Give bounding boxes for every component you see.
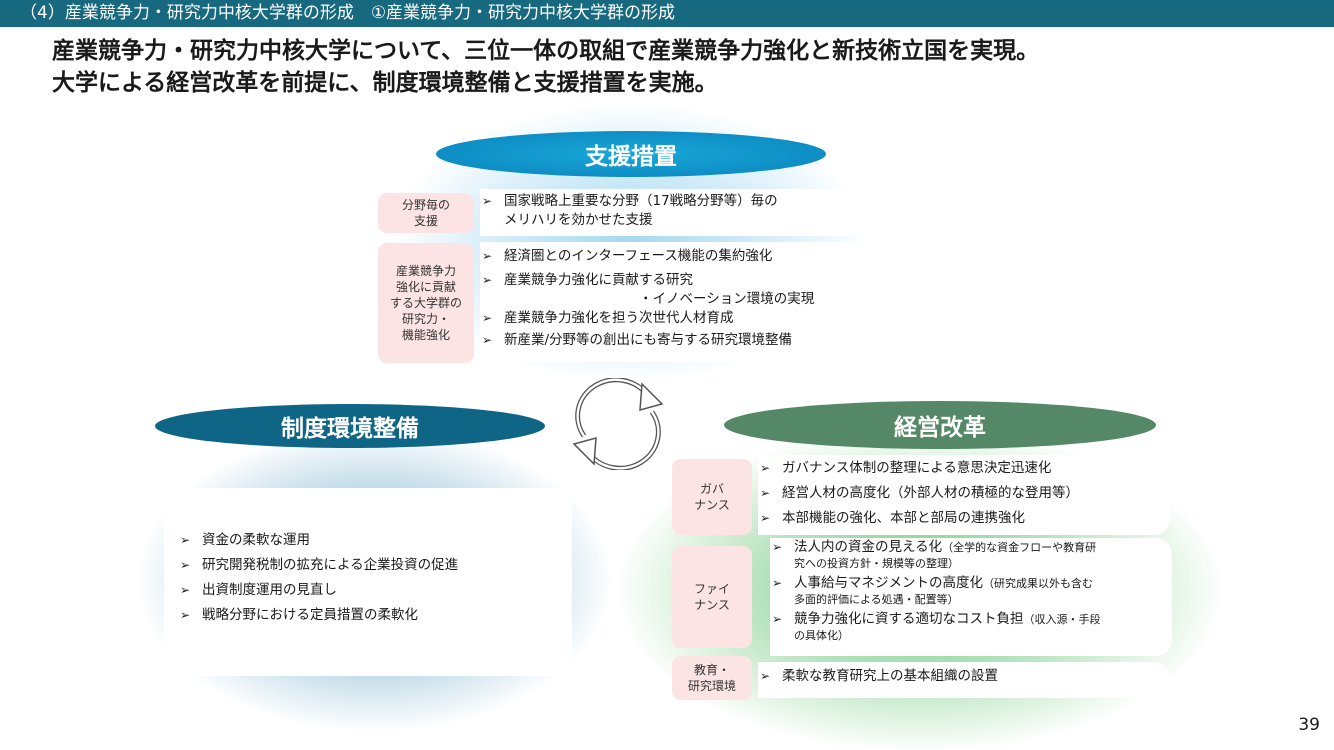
cycle-arrows-icon bbox=[572, 378, 664, 470]
arrow-bullet-icon: ➢ bbox=[180, 533, 191, 547]
list-item: ➢国家戦略上重要な分野（17戦略分野等）毎のメリハリを効かせた支援 bbox=[482, 193, 778, 228]
support-title-oval: 支援措置 bbox=[436, 131, 826, 177]
keiei-education-panel: ➢柔軟な教育研究上の基本組織の設置 bbox=[758, 662, 1170, 698]
keiei-label-governance: ガバ ナンス bbox=[672, 459, 752, 535]
keiei-title-oval: 経営改革 bbox=[724, 401, 1156, 449]
support-title: 支援措置 bbox=[585, 144, 677, 170]
arrow-bullet-icon: ➢ bbox=[772, 540, 783, 554]
arrow-bullet-icon: ➢ bbox=[180, 558, 191, 572]
list-item: ➢産業競争力強化に貢献する研究・イノベーション環境の実現 bbox=[482, 272, 815, 307]
keiei-governance-panel: ➢ガバナンス体制の整理による意思決定迅速化 ➢経営人材の高度化（外部人材の積極的… bbox=[758, 455, 1170, 535]
arrow-bullet-icon: ➢ bbox=[760, 669, 771, 683]
keiei-label-finance: ファイ ナンス bbox=[672, 546, 752, 648]
list-item: ➢戦略分野における定員措置の柔軟化 bbox=[180, 607, 418, 623]
list-item: ➢ガバナンス体制の整理による意思決定迅速化 bbox=[760, 460, 1052, 476]
list-item: ➢出資制度運用の見直し bbox=[180, 582, 337, 598]
arrow-bullet-icon: ➢ bbox=[760, 511, 771, 525]
page-number: 39 bbox=[1298, 715, 1320, 735]
support-label-field: 分野毎の 支援 bbox=[378, 193, 474, 233]
support-field-panel: ➢国家戦略上重要な分野（17戦略分野等）毎のメリハリを効かせた支援 bbox=[480, 189, 870, 236]
arrow-bullet-icon: ➢ bbox=[760, 486, 771, 500]
arrow-bullet-icon: ➢ bbox=[180, 608, 191, 622]
arrow-bullet-icon: ➢ bbox=[482, 194, 493, 208]
seido-title-oval: 制度環境整備 bbox=[155, 404, 545, 448]
arrow-bullet-icon: ➢ bbox=[772, 612, 783, 626]
list-item: ➢本部機能の強化、本部と部局の連携強化 bbox=[760, 510, 1025, 526]
section-title: （4）産業競争力・研究力中核大学群の形成 ①産業競争力・研究力中核大学群の形成 bbox=[20, 3, 676, 23]
list-item: ➢新産業/分野等の創出にも寄与する研究環境整備 bbox=[482, 332, 793, 348]
arrow-bullet-icon: ➢ bbox=[482, 311, 493, 325]
arrow-bullet-icon: ➢ bbox=[482, 333, 493, 347]
list-item: ➢柔軟な教育研究上の基本組織の設置 bbox=[760, 668, 998, 684]
keiei-finance-panel: ➢法人内の資金の見える化（全学的な資金フローや教育研究への投資方針・規模等の整理… bbox=[770, 538, 1172, 656]
list-item: ➢産業競争力強化を担う次世代人材育成 bbox=[482, 310, 734, 326]
section-title-bar: （4）産業競争力・研究力中核大学群の形成 ①産業競争力・研究力中核大学群の形成 bbox=[0, 0, 1334, 27]
headline-line-1: 産業競争力・研究力中核大学について、三位一体の取組で産業競争力強化と新技術立国を… bbox=[52, 38, 1040, 64]
list-item: ➢経済圏とのインターフェース機能の集約強化 bbox=[482, 248, 773, 264]
arrow-bullet-icon: ➢ bbox=[482, 273, 493, 287]
seido-panel: ➢資金の柔軟な運用 ➢研究開発税制の拡充による企業投資の促進 ➢出資制度運用の見… bbox=[164, 488, 572, 676]
support-label-research: 産業競争力 強化に貢献 する大学群の 研究力・ 機能強化 bbox=[378, 243, 474, 363]
arrow-bullet-icon: ➢ bbox=[772, 576, 783, 590]
headline: 産業競争力・研究力中核大学について、三位一体の取組で産業競争力強化と新技術立国を… bbox=[52, 35, 1039, 99]
support-research-panel: ➢経済圏とのインターフェース機能の集約強化 ➢産業競争力強化に貢献する研究・イノ… bbox=[480, 242, 870, 362]
arrow-bullet-icon: ➢ bbox=[180, 583, 191, 597]
list-item: ➢研究開発税制の拡充による企業投資の促進 bbox=[180, 557, 459, 573]
seido-title: 制度環境整備 bbox=[281, 416, 419, 442]
list-item: ➢資金の柔軟な運用 bbox=[180, 532, 310, 548]
headline-line-2: 大学による経営改革を前提に、制度環境整備と支援措置を実施。 bbox=[52, 70, 718, 96]
list-item: ➢人事給与マネジメントの高度化（研究成果以外も含む多面的評価による処遇・配置等） bbox=[772, 575, 1093, 606]
list-item: ➢競争力強化に資する適切なコスト負担（収入源・手段の具体化） bbox=[772, 611, 1101, 642]
arrow-bullet-icon: ➢ bbox=[760, 461, 771, 475]
arrow-bullet-icon: ➢ bbox=[482, 249, 493, 263]
list-item: ➢法人内の資金の見える化（全学的な資金フローや教育研究への投資方針・規模等の整理… bbox=[772, 539, 1097, 570]
list-item: ➢経営人材の高度化（外部人材の積極的な登用等） bbox=[760, 485, 1079, 501]
keiei-label-education: 教育・ 研究環境 bbox=[672, 656, 752, 700]
keiei-title: 経営改革 bbox=[894, 415, 986, 441]
